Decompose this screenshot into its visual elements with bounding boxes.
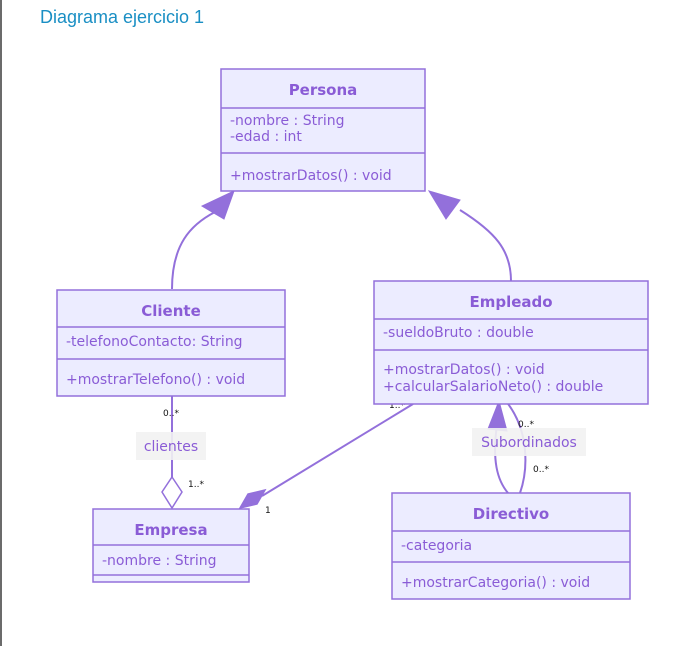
- class-empleado: Empleado -sueldoBruto : double +mostrarD…: [373, 280, 649, 405]
- attribute-persona-nombre: -nombre : String: [230, 113, 344, 129]
- card-empresa-clientes: 1..*: [188, 480, 204, 490]
- attribute-persona-edad: -edad : int: [230, 129, 302, 145]
- class-directivo: Directivo -categoria +mostrarCategoria()…: [391, 492, 631, 600]
- card-directivo-subordinados: 0..*: [533, 465, 549, 475]
- attribute-empleado-sueldoBruto: -sueldoBruto : double: [383, 325, 534, 341]
- card-empresa-empleados: 1: [265, 506, 271, 516]
- inheritance-arrow-cliente: [200, 190, 235, 220]
- class-persona: Persona -nombre : String -edad : int +mo…: [220, 68, 426, 192]
- attribute-empresa-nombre: -nombre : String: [102, 553, 216, 569]
- class-name-cliente: Cliente: [141, 302, 201, 320]
- clientes-label-bg: [136, 432, 206, 460]
- page-title: Diagrama ejercicio 1: [40, 7, 205, 27]
- subordinados-arrow: [487, 399, 508, 432]
- class-name-empleado: Empleado: [469, 293, 552, 311]
- method-directivo-mostrarCategoria: +mostrarCategoria() : void: [401, 575, 590, 591]
- attribute-cliente-telefono: -telefonoContacto: String: [66, 334, 243, 350]
- inheritance-line-empleado: [459, 209, 512, 282]
- class-name-persona: Persona: [289, 81, 358, 99]
- composition-line-empleados: [261, 403, 414, 497]
- subordinados-label: Subordinados: [481, 435, 577, 451]
- card-cliente-clientes: 0..*: [163, 409, 179, 419]
- inheritance-line-cliente: [171, 211, 216, 290]
- method-empleado-calcularSalarioNeto: +calcularSalarioNeto() : double: [383, 379, 603, 395]
- method-empleado-mostrarDatos: +mostrarDatos() : void: [383, 362, 545, 378]
- class-cliente: Cliente -telefonoContacto: String +mostr…: [56, 289, 286, 397]
- inheritance-arrow-empleado: [427, 190, 461, 220]
- attribute-directivo-categoria: -categoria: [401, 538, 472, 554]
- composition-diamond: [238, 488, 267, 510]
- clientes-label: clientes: [144, 439, 198, 455]
- class-name-directivo: Directivo: [473, 505, 549, 523]
- class-empresa: Empresa -nombre : String: [92, 508, 250, 583]
- class-name-empresa: Empresa: [134, 521, 207, 539]
- method-cliente-mostrarTelefono: +mostrarTelefono() : void: [66, 372, 245, 388]
- method-persona-mostrarDatos: +mostrarDatos() : void: [230, 168, 392, 184]
- card-empleado-empresa: 1..*: [389, 401, 405, 411]
- left-border: [0, 0, 2, 646]
- card-empleado-subordinados: 0..*: [518, 420, 534, 430]
- aggregation-diamond: [161, 475, 183, 510]
- subordinados-label-bg: [472, 428, 586, 456]
